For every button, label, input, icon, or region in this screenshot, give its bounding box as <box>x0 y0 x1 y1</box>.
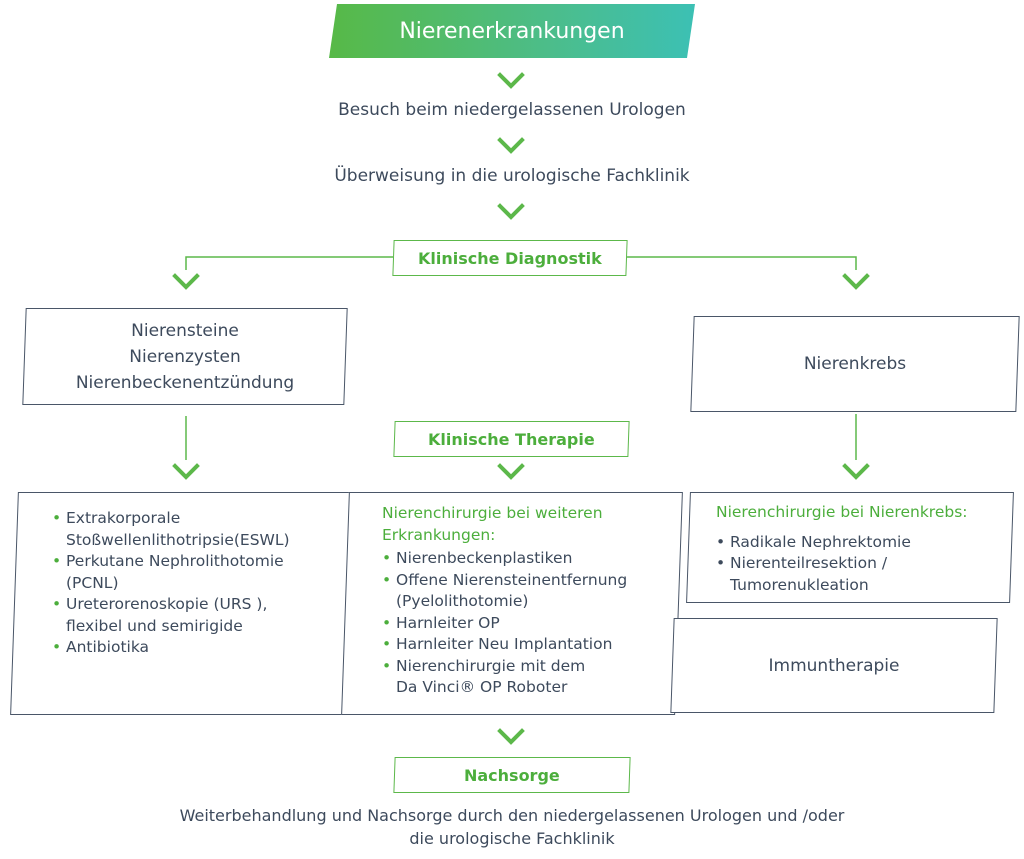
therapy-heading: Nierenchirurgie bei Nierenkrebs: <box>716 503 968 521</box>
immuntherapie-label: Immuntherapie <box>768 655 900 676</box>
immuntherapie-box: Immuntherapie <box>670 618 998 713</box>
tag-nachsorge: Nachsorge <box>393 757 631 793</box>
diagnosis-box-left: Nierensteine Nierenzysten Nierenbeckenen… <box>22 308 348 405</box>
bullet-icon: • <box>52 595 62 613</box>
tag-nachsorge-label: Nachsorge <box>464 765 560 785</box>
chevron-down-icon <box>497 728 525 745</box>
footer-text: Weiterbehandlung und Nachsorge durch den… <box>0 804 1024 850</box>
bullet-icon: • <box>716 554 726 572</box>
bullet-icon: • <box>382 570 392 589</box>
bullet-icon: • <box>382 549 392 567</box>
diagnosis-item: Nierensteine <box>131 320 239 341</box>
tag-klinische-therapie: Klinische Therapie <box>393 421 630 457</box>
chevron-down-icon <box>842 273 870 290</box>
tag-klinische-diagnostik: Klinische Diagnostik <box>392 240 628 276</box>
diagnosis-item: Nierenkrebs <box>803 354 907 374</box>
page-title: Nierenerkrankungen <box>329 4 695 58</box>
list-item: • Ureterorenoskopie (URS ), flexibel und… <box>52 595 268 635</box>
branch-line-left <box>185 256 393 270</box>
footer-line: die urologische Fachklinik <box>409 829 615 848</box>
therapy-list-right: • Radikale Nephrektomie • Nierenteilrese… <box>716 532 1012 597</box>
chevron-down-icon <box>497 203 525 220</box>
tag-klinische-diagnostik-label: Klinische Diagnostik <box>418 248 602 268</box>
therapy-list-left: • Extrakorporale Stoßwellenlithotripsie(… <box>52 508 353 659</box>
therapy-box-left: • Extrakorporale Stoßwellenlithotripsie(… <box>10 492 357 715</box>
step-referral: Überweisung in die urologische Fachklini… <box>334 166 690 186</box>
chevron-down-icon <box>172 463 200 480</box>
list-item: • Nierenteilresektion / Tumorenukleation <box>716 554 888 594</box>
chevron-down-icon <box>497 463 525 480</box>
branch-line-right <box>626 256 857 270</box>
step-urologist-visit: Besuch beim niedergelassenen Urologen <box>338 100 686 120</box>
bullet-icon: • <box>52 552 62 570</box>
bullet-icon: • <box>382 635 392 653</box>
bullet-icon: • <box>52 638 62 656</box>
list-item: • Harnleiter Neu Implantation <box>382 634 679 656</box>
therapy-box-middle: Nierenchirurgie bei weiteren Erkrankunge… <box>341 492 683 715</box>
diagnosis-box-right: Nierenkrebs <box>690 316 1020 412</box>
page-title-text: Nierenerkrankungen <box>399 18 625 44</box>
list-item: • Nierenchirurgie mit dem Da Vinci® OP R… <box>382 656 586 697</box>
list-item: • Perkutane Nephrolithotomie (PCNL) <box>52 552 284 592</box>
chevron-down-icon <box>842 463 870 480</box>
therapy-box-right: Nierenchirurgie bei Nierenkrebs: • Radik… <box>686 492 1014 603</box>
footer-line: Weiterbehandlung und Nachsorge durch den… <box>179 806 845 825</box>
bullet-icon: • <box>382 613 392 632</box>
list-item: • Antibiotika <box>52 637 353 659</box>
bullet-icon: • <box>716 532 726 551</box>
tag-klinische-therapie-label: Klinische Therapie <box>428 429 595 449</box>
therapy-list-middle: • Nierenbeckenplastiken • Offene Nierens… <box>382 548 679 699</box>
therapy-heading: Nierenchirurgie bei weiteren Erkrankunge… <box>382 504 603 544</box>
list-item: • Extrakorporale Stoßwellenlithotripsie(… <box>52 509 290 549</box>
chevron-down-icon <box>497 72 525 89</box>
bullet-icon: • <box>382 656 392 675</box>
list-item: • Offene Nierensteinentfernung (Pyelolit… <box>382 570 628 611</box>
list-item: • Nierenbeckenplastiken <box>382 548 679 570</box>
list-item: • Harnleiter OP <box>382 613 679 635</box>
diagnosis-item: Nierenzysten <box>129 346 241 367</box>
bullet-icon: • <box>52 509 62 527</box>
list-item: • Radikale Nephrektomie <box>716 532 1012 554</box>
chevron-down-icon <box>497 137 525 154</box>
diagnosis-item: Nierenbeckenentzündung <box>75 372 295 393</box>
chevron-down-icon <box>172 273 200 290</box>
